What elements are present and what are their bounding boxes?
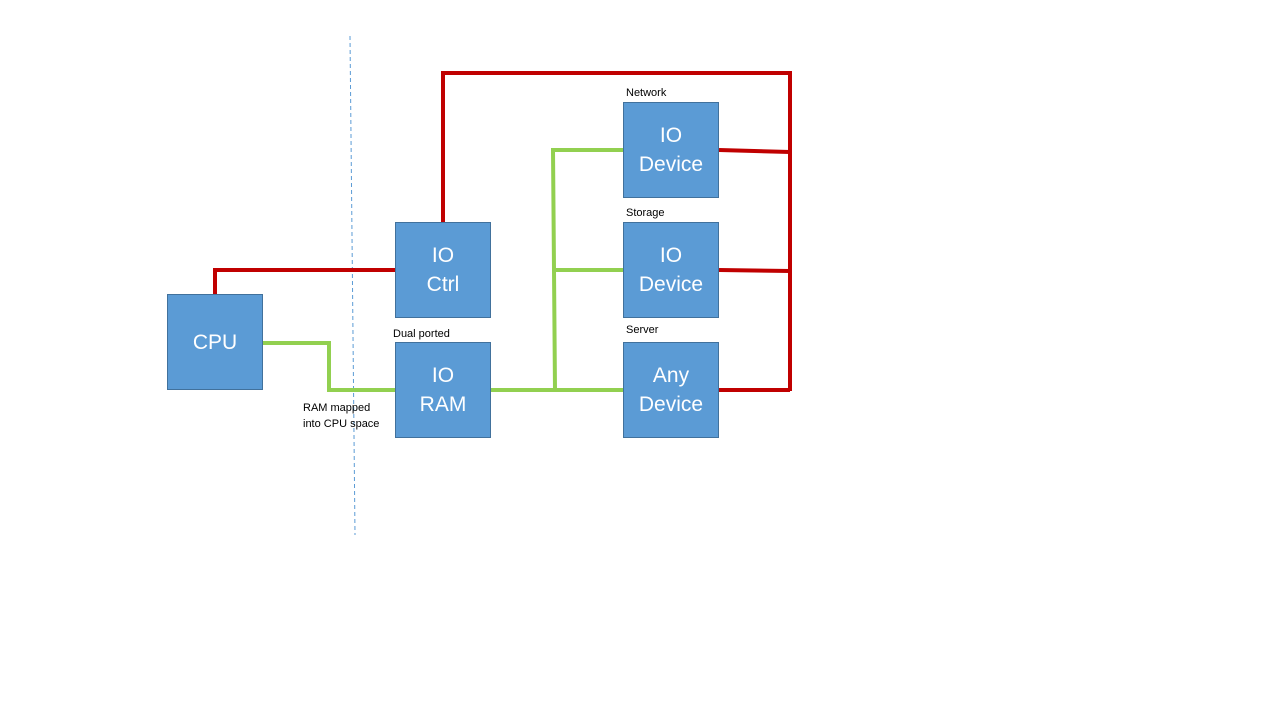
io-ram-label-line2: RAM [419, 393, 467, 416]
cpu-box: CPU [167, 294, 263, 390]
data-bus-trunk [550, 148, 623, 391]
server-caption: Server [626, 324, 659, 336]
ram-mapped-caption-line2: into CPU space [303, 418, 380, 430]
control-bus-io-ctrl-loop [441, 71, 792, 391]
storage-device-label-line2: Device [638, 273, 704, 296]
io-ram-label-line1: IO [431, 364, 455, 387]
any-device-label-line2: Device [638, 393, 704, 416]
any-device-label-line1: Any [652, 364, 690, 387]
io-ctrl-label-line2: Ctrl [426, 273, 460, 296]
network-io-device-box: IO Device [623, 102, 719, 198]
network-device-label-line2: Device [638, 153, 704, 176]
io-ctrl-label-line1: IO [431, 244, 455, 267]
io-ram-box: IO RAM [395, 342, 491, 438]
control-bus-cpu-to-io-ctrl [213, 268, 395, 294]
ram-mapped-caption: RAM mapped into CPU space [303, 400, 379, 432]
control-bus-network-device [718, 148, 791, 154]
control-bus-storage-device [718, 268, 791, 273]
address-space-boundary [349, 35, 356, 536]
network-caption: Network [626, 87, 667, 99]
storage-caption: Storage [626, 207, 665, 219]
cpu-label: CPU [192, 330, 238, 354]
any-device-box: Any Device [623, 342, 719, 438]
storage-io-device-box: IO Device [623, 222, 719, 318]
network-device-label-line1: IO [659, 124, 683, 147]
dual-ported-caption: Dual ported [393, 328, 450, 340]
ram-mapped-caption-line1: RAM mapped [303, 402, 371, 414]
data-bus-cpu-to-io-ram [263, 341, 395, 392]
storage-device-label-line1: IO [659, 244, 683, 267]
io-ctrl-box: IO Ctrl [395, 222, 491, 318]
